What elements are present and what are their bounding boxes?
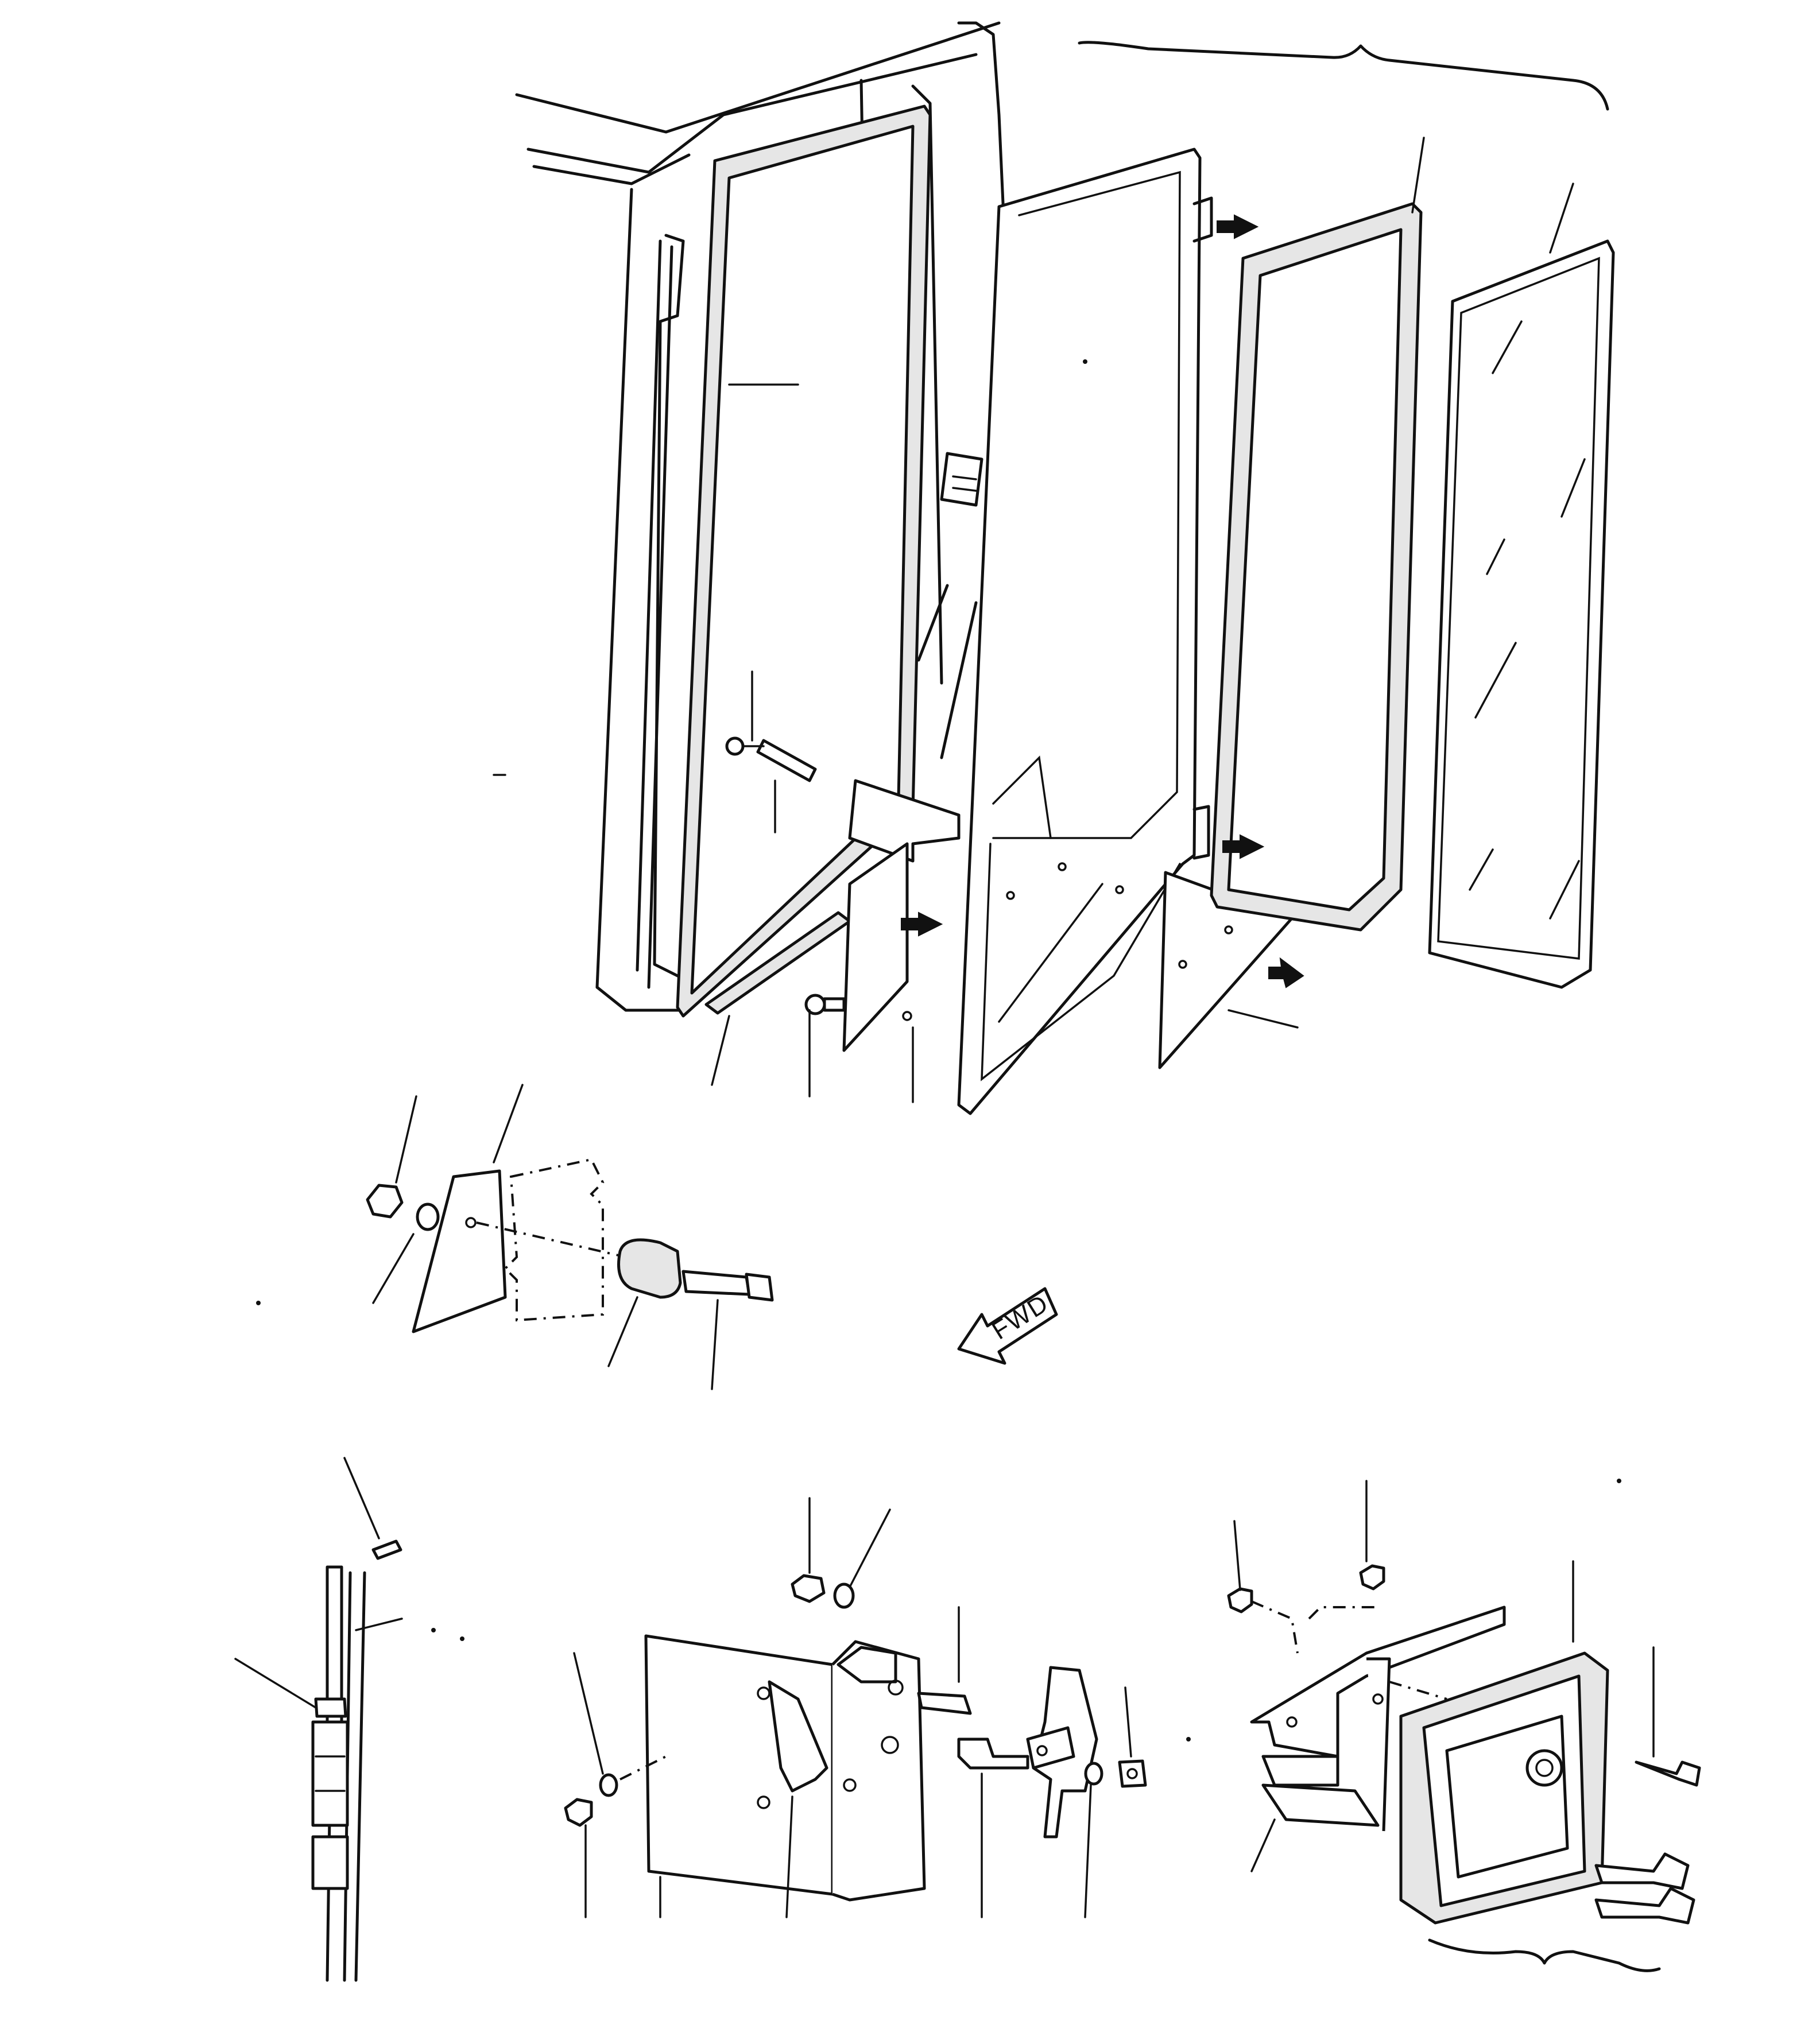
stray-marks <box>256 359 1621 1742</box>
door-latch <box>564 1497 1029 1918</box>
solid-arrow-icon <box>901 214 1304 988</box>
fwd-arrow: FWD <box>957 1287 1058 1365</box>
assembly-brace <box>1078 41 1609 111</box>
door-stop-bumper <box>366 1084 774 1390</box>
striker-plate <box>1026 1666 1147 1918</box>
window-seal <box>1210 202 1423 932</box>
window-glass <box>1428 239 1615 989</box>
leader-lines-top <box>711 137 1574 1103</box>
door-hinge-pin <box>234 1457 403 1982</box>
lower-bracket-plate <box>842 779 961 1052</box>
handle-lock <box>1227 1480 1701 1972</box>
door-panel <box>957 148 1213 1115</box>
hinge-screw <box>725 736 846 1015</box>
